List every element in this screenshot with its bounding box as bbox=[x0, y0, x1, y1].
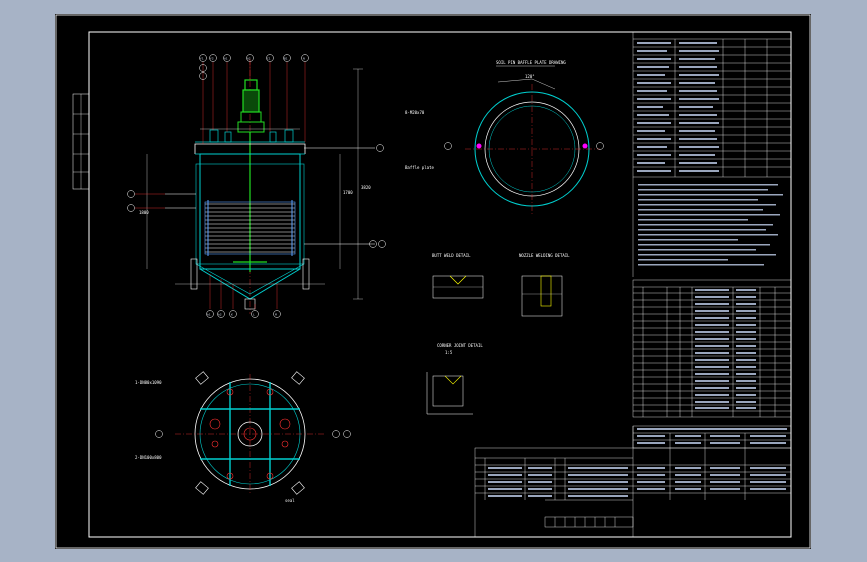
svg-text:C1: C1 bbox=[267, 57, 271, 61]
svg-text:1:5: 1:5 bbox=[445, 350, 453, 355]
svg-text:1800: 1800 bbox=[139, 210, 149, 215]
svg-text:NOZZLE WELDING DETAIL: NOZZLE WELDING DETAIL bbox=[519, 253, 570, 258]
technical-data-table bbox=[632, 31, 792, 178]
plan-view-circle: 1-DN80x1090 2-DN100x800 seal bbox=[135, 371, 351, 503]
baffle-plate-view: SOIL PIN BAFFLE PLATE DRAWING 120° 8-M20… bbox=[405, 60, 604, 214]
svg-text:BUTT WELD DETAIL: BUTT WELD DETAIL bbox=[432, 253, 471, 258]
svg-text:seal: seal bbox=[285, 498, 295, 503]
technical-notes bbox=[638, 184, 783, 266]
dim-label: 1700 bbox=[343, 190, 353, 195]
parts-list-block bbox=[474, 425, 792, 538]
detail-corner-joint: CORNER JOINT DETAIL 1:5 bbox=[426, 343, 483, 415]
heating-coil bbox=[205, 203, 295, 253]
svg-text:h1: h1 bbox=[207, 313, 211, 317]
nozzle-tag-bubbles-top bbox=[199, 54, 309, 80]
svg-text:A1: A1 bbox=[224, 57, 228, 61]
svg-text:f1: f1 bbox=[200, 57, 204, 61]
svg-text:h2: h2 bbox=[218, 313, 222, 317]
svg-text:1-DN80x1090: 1-DN80x1090 bbox=[135, 380, 162, 385]
table-text-fill bbox=[637, 42, 719, 172]
svg-text:2-DN100x800: 2-DN100x800 bbox=[135, 455, 162, 460]
svg-text:120°: 120° bbox=[525, 74, 535, 79]
svg-text:L: L bbox=[253, 313, 255, 317]
svg-text:K: K bbox=[231, 313, 233, 317]
detail-butt-weld: BUTT WELD DETAIL bbox=[432, 253, 484, 299]
svg-text:8-M20x70: 8-M20x70 bbox=[405, 110, 425, 115]
svg-text:CORNER JOINT DETAIL: CORNER JOINT DETAIL bbox=[437, 343, 483, 348]
nozzle-table bbox=[632, 279, 792, 418]
detail-nozzle-welding: NOZZLE WELDING DETAIL bbox=[519, 253, 570, 317]
svg-text:N: N bbox=[303, 57, 305, 61]
svg-text:A2: A2 bbox=[247, 57, 251, 61]
svg-text:B1: B1 bbox=[284, 57, 288, 61]
svg-text:M: M bbox=[275, 313, 277, 317]
sheet-border bbox=[55, 14, 811, 549]
svg-text:3820: 3820 bbox=[361, 185, 371, 190]
svg-text:Baffle plate: Baffle plate bbox=[405, 165, 434, 170]
left-margin-strip bbox=[72, 93, 90, 190]
top-view-title: SOIL PIN BAFFLE PLATE DRAWING bbox=[496, 60, 566, 65]
svg-text:f2: f2 bbox=[210, 57, 214, 61]
